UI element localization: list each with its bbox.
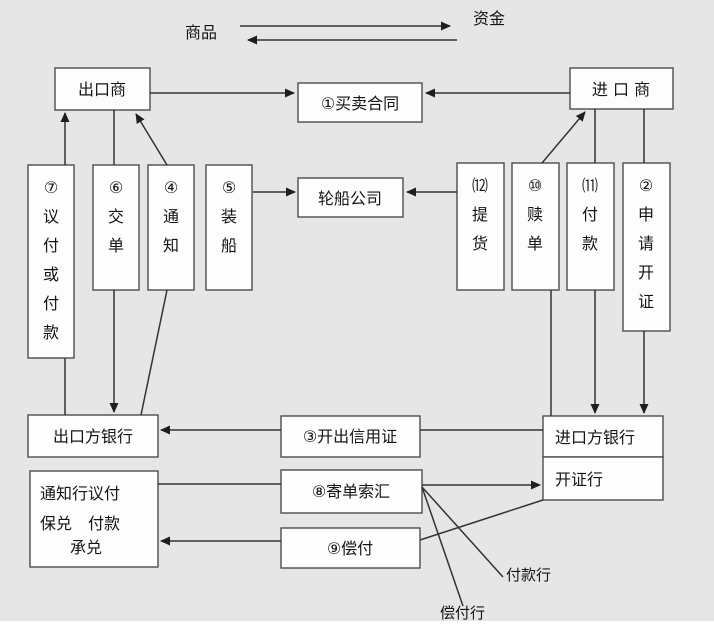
issuing-bank-to-reimburse-line: [419, 499, 544, 541]
step10-to-importer-arrow: [541, 111, 586, 164]
contract-label: ①买卖合同: [321, 94, 399, 113]
paying-bank-label: 付款行: [506, 566, 551, 584]
exporter-bank-to-step4-line: [140, 289, 168, 416]
send-docs-to-paying-bank-line: [421, 486, 504, 578]
step7-box: [27, 164, 75, 359]
exporter-bank-label: 出口方银行: [53, 427, 133, 446]
step11-label: ⑾付款: [582, 176, 598, 253]
send-docs-label: ⑧寄单索汇: [312, 482, 390, 501]
reimburse-label: ⑨偿付: [327, 539, 373, 558]
contract-box: [297, 82, 423, 123]
open-lc-label: ③开出信用证: [303, 427, 397, 446]
shipping-company-box: [297, 177, 404, 218]
step6-box: [92, 164, 140, 291]
exporter-bank-box: [27, 414, 159, 458]
step4-to-exporter-arrow: [135, 113, 168, 166]
step5-box: [205, 164, 253, 291]
step4-box: [147, 164, 195, 291]
advising-bank-line2: 保兑 付款: [40, 514, 120, 533]
send-docs-to-reimbursing-bank-line: [421, 486, 464, 607]
exporter-box: [54, 67, 151, 111]
shipping-company-label: 轮船公司: [318, 189, 382, 208]
open-lc-box: [280, 415, 421, 458]
advising-bank-box: [29, 470, 159, 568]
step11-box: [566, 162, 615, 291]
issuing-bank-box: [542, 456, 664, 501]
step12-box: [456, 162, 505, 291]
advising-bank-line1: 通知行议付: [40, 484, 120, 503]
importer-bank-label: 进口方银行: [555, 428, 635, 447]
bottom-margin-strip: [0, 621, 714, 628]
goods-label: 商品: [185, 23, 217, 42]
send-docs-box: [280, 469, 423, 514]
reimbursing-bank-label: 偿付行: [440, 604, 485, 622]
step12-label: ⑿提货: [472, 176, 488, 253]
exporter-label: 出口商: [78, 80, 126, 99]
importer-label: 进 口 商: [592, 80, 650, 99]
importer-bank-box: [542, 415, 664, 458]
advising-bank-line3: 承兑: [70, 538, 102, 557]
issuing-bank-label: 开证行: [555, 470, 603, 489]
step2-box: [622, 162, 671, 332]
step10-box: [511, 162, 560, 291]
funds-label: 资金: [473, 9, 505, 28]
reimburse-box: [280, 527, 421, 569]
importer-box: [569, 67, 674, 110]
